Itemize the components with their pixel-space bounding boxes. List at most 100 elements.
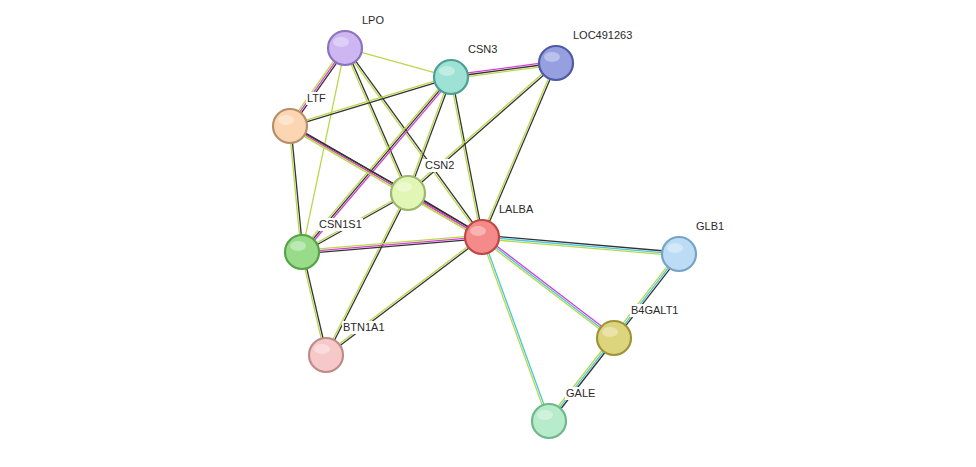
protein-node: B4GALT1 bbox=[596, 320, 632, 356]
evidence-line bbox=[559, 351, 603, 407]
node-disc bbox=[532, 404, 566, 438]
evidence-line bbox=[305, 135, 468, 229]
node-disc bbox=[539, 46, 573, 80]
protein-node: LOC491263 bbox=[538, 45, 574, 81]
interaction-edge bbox=[291, 143, 302, 235]
protein-node: CSN1S1 bbox=[284, 234, 320, 270]
evidence-line bbox=[305, 269, 321, 339]
evidence-line bbox=[468, 67, 539, 77]
evidence-line bbox=[319, 238, 465, 250]
evidence-line bbox=[307, 268, 323, 338]
protein-node: BTN1A1 bbox=[308, 337, 344, 373]
node-disc bbox=[309, 338, 343, 372]
node-circle bbox=[661, 236, 697, 272]
node-disc bbox=[391, 176, 425, 210]
evidence-line bbox=[424, 200, 469, 227]
node-gloss bbox=[602, 327, 618, 337]
evidence-line bbox=[291, 143, 300, 235]
evidence-line bbox=[301, 63, 336, 113]
node-label: LPO bbox=[361, 14, 385, 27]
node-label: LALBA bbox=[498, 203, 534, 216]
node-disc bbox=[662, 237, 696, 271]
node-gloss bbox=[333, 37, 349, 47]
node-circle bbox=[327, 30, 363, 66]
evidence-line bbox=[312, 89, 439, 238]
interaction-edge bbox=[305, 268, 323, 338]
node-disc bbox=[434, 60, 468, 94]
node-circle bbox=[538, 45, 574, 81]
evidence-line bbox=[489, 253, 544, 405]
interaction-edge bbox=[298, 61, 336, 113]
node-gloss bbox=[314, 344, 330, 354]
evidence-line bbox=[497, 246, 602, 326]
node-circle bbox=[433, 59, 469, 95]
evidence-line bbox=[499, 237, 662, 251]
evidence-line bbox=[317, 202, 393, 244]
interaction-edge bbox=[499, 237, 662, 255]
interaction-edge bbox=[487, 253, 544, 406]
node-gloss bbox=[667, 243, 683, 253]
protein-node: LTF bbox=[272, 108, 308, 144]
interaction-edge bbox=[304, 133, 468, 230]
node-label: GALE bbox=[565, 387, 596, 400]
evidence-line bbox=[499, 240, 662, 254]
interaction-edge bbox=[319, 237, 465, 253]
node-circle bbox=[596, 320, 632, 356]
node-label: CSN3 bbox=[467, 43, 498, 56]
evidence-line bbox=[293, 143, 302, 235]
node-circle bbox=[308, 337, 344, 373]
evidence-line bbox=[626, 269, 670, 326]
node-gloss bbox=[290, 241, 306, 251]
protein-node: CSN3 bbox=[433, 59, 469, 95]
node-circle bbox=[464, 219, 500, 255]
evidence-line bbox=[351, 64, 400, 178]
evidence-line bbox=[319, 237, 465, 249]
evidence-line bbox=[313, 90, 440, 239]
evidence-line bbox=[468, 65, 539, 75]
evidence-line bbox=[298, 61, 333, 111]
protein-node: GALE bbox=[531, 403, 567, 439]
evidence-line bbox=[561, 352, 605, 408]
evidence-line bbox=[361, 52, 434, 72]
node-label: CSN1S1 bbox=[318, 218, 363, 231]
evidence-line bbox=[422, 203, 467, 230]
node-gloss bbox=[544, 52, 560, 62]
node-gloss bbox=[537, 410, 553, 420]
protein-node: GLB1 bbox=[661, 236, 697, 272]
interaction-edge bbox=[339, 247, 469, 346]
node-gloss bbox=[396, 182, 412, 192]
evidence-line bbox=[300, 62, 335, 112]
node-circle bbox=[390, 175, 426, 211]
interaction-edge bbox=[312, 89, 442, 240]
node-gloss bbox=[278, 115, 294, 125]
node-disc bbox=[597, 321, 631, 355]
interaction-edge bbox=[361, 52, 434, 72]
evidence-line bbox=[423, 202, 468, 229]
node-gloss bbox=[439, 66, 455, 76]
node-disc bbox=[465, 220, 499, 254]
interaction-edge bbox=[558, 350, 605, 408]
node-gloss bbox=[470, 226, 486, 236]
evidence-line bbox=[306, 81, 434, 120]
evidence-line bbox=[453, 94, 478, 221]
evidence-line bbox=[306, 133, 469, 227]
interaction-edge bbox=[422, 200, 469, 230]
interaction-edge bbox=[468, 63, 540, 76]
interaction-edge bbox=[351, 63, 402, 178]
evidence-line bbox=[487, 253, 542, 405]
evidence-line bbox=[558, 350, 602, 406]
evidence-line bbox=[455, 94, 480, 221]
interaction-edge bbox=[316, 200, 393, 244]
node-circle bbox=[531, 403, 567, 439]
node-disc bbox=[285, 235, 319, 269]
node-label: B4GALT1 bbox=[630, 304, 680, 317]
node-circle bbox=[272, 108, 308, 144]
node-label: GLB1 bbox=[695, 220, 725, 233]
evidence-line bbox=[499, 238, 662, 252]
evidence-line bbox=[316, 200, 392, 242]
protein-node: LALBA bbox=[464, 219, 500, 255]
evidence-line bbox=[339, 247, 468, 344]
evidence-line bbox=[314, 91, 441, 240]
interaction-edge bbox=[453, 94, 479, 221]
